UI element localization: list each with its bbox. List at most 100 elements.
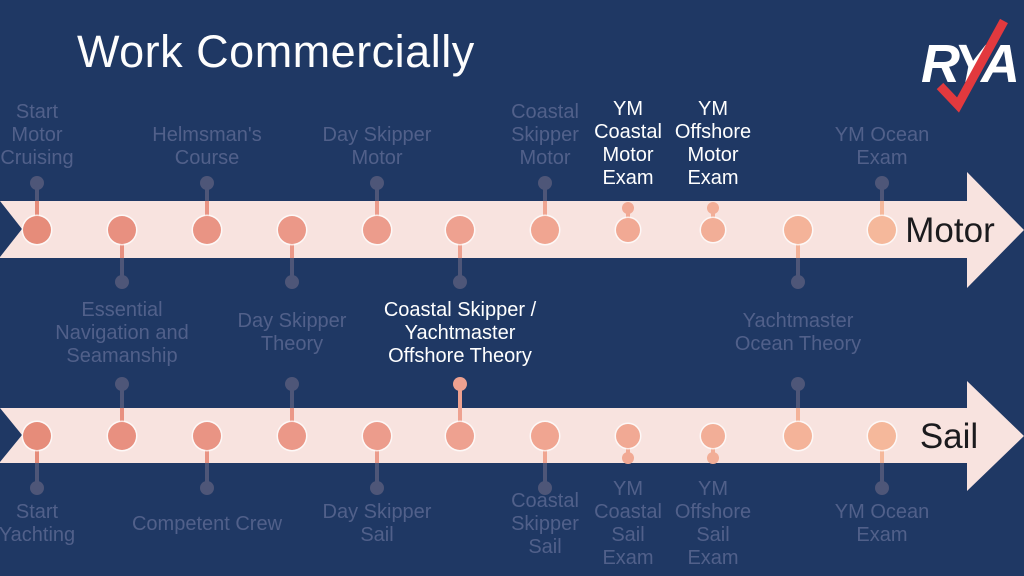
sail-arrowhead-icon	[967, 380, 1024, 491]
dot-motor-ym-coastal-motor-exam	[616, 217, 640, 242]
connector-endpoint-dot	[115, 275, 129, 289]
dot-motor-day-skipper-motor	[363, 215, 391, 244]
connector-endpoint-dot	[875, 176, 889, 190]
connector-stem	[35, 463, 39, 488]
dot-motor-coastal-skipper-yachtmaster-offshore-theory	[446, 215, 474, 244]
exam-marker-dot	[707, 452, 719, 464]
dot-motor-start-motor-cruising	[23, 215, 51, 244]
connector-endpoint-dot	[453, 275, 467, 289]
dot-motor-essential-navigation-and-seamanship	[108, 215, 136, 244]
dot-sail-day-skipper-theory	[278, 421, 306, 450]
connector-stem	[205, 201, 209, 230]
dot-sail-essential-navigation-and-seamanship	[108, 421, 136, 450]
exam-marker-dot	[707, 202, 719, 214]
dot-motor-ym-offshore-motor-exam	[701, 217, 725, 242]
connector-stem	[796, 384, 800, 408]
connector-stem	[796, 258, 800, 282]
dot-sail-start-yachting	[23, 421, 51, 450]
connector-stem	[543, 463, 547, 488]
exam-marker-dot	[622, 452, 634, 464]
sail-arrow-notch	[0, 408, 22, 462]
dot-sail-coastal-skipper-sail	[531, 421, 559, 450]
connector-endpoint-dot	[538, 176, 552, 190]
connector-endpoint-dot	[285, 377, 299, 391]
connector-stem	[458, 258, 462, 282]
milestone-label-competent-crew: Competent Crew	[131, 512, 283, 535]
motor-arrowhead-icon	[967, 171, 1024, 288]
connector-stem	[458, 384, 462, 408]
connector-stem	[796, 229, 800, 258]
rya-check-icon	[936, 18, 1008, 113]
dot-sail-competent-crew	[193, 421, 221, 450]
connector-stem	[375, 201, 379, 230]
dot-sail-ym-coastal-sail-exam	[616, 423, 640, 448]
connector-endpoint-dot	[791, 275, 805, 289]
motor-arrow-notch	[0, 201, 22, 257]
motor-band-label: Motor	[905, 210, 995, 250]
connector-endpoint-dot	[30, 176, 44, 190]
connector-stem	[120, 229, 124, 258]
connector-endpoint-dot	[285, 275, 299, 289]
connector-stem	[290, 229, 294, 258]
connector-endpoint-dot	[370, 481, 384, 495]
connector-stem	[35, 183, 39, 201]
connector-stem	[375, 183, 379, 201]
connector-stem	[880, 183, 884, 201]
dot-motor-yachtmaster-ocean-theory	[784, 215, 812, 244]
connector-endpoint-dot	[115, 377, 129, 391]
connector-stem	[290, 384, 294, 408]
connector-endpoint-dot	[200, 481, 214, 495]
connector-endpoint-dot	[791, 377, 805, 391]
connector-stem	[880, 201, 884, 230]
connector-stem	[290, 258, 294, 282]
connector-stem	[205, 183, 209, 201]
dot-sail-coastal-skipper-yachtmaster-offshore-theory	[446, 421, 474, 450]
sail-band-label: Sail	[919, 416, 979, 456]
connector-stem	[120, 258, 124, 282]
dot-sail-day-skipper-sail	[363, 421, 391, 450]
sail-pathway-arrow	[0, 408, 967, 463]
dot-sail-ym-offshore-sail-exam	[701, 423, 725, 448]
rya-logo: RYA	[915, 15, 1024, 120]
dot-motor-ym-ocean-exam	[868, 215, 896, 244]
motor-pathway-arrow	[0, 201, 967, 258]
connector-stem	[880, 463, 884, 488]
connector-stem	[205, 463, 209, 488]
dot-motor-coastal-skipper-motor	[531, 215, 559, 244]
dot-sail-ym-ocean-exam	[868, 421, 896, 450]
dot-motor-day-skipper-theory	[278, 215, 306, 244]
connector-endpoint-dot	[200, 176, 214, 190]
connector-stem	[458, 229, 462, 258]
connector-stem	[543, 183, 547, 201]
slide-title: Work Commercially	[77, 26, 475, 77]
dot-sail-yachtmaster-ocean-theory	[784, 421, 812, 450]
connector-stem	[375, 463, 379, 488]
connector-endpoint-dot	[538, 481, 552, 495]
dot-motor-helmsman-s-course	[193, 215, 221, 244]
connector-stem	[120, 384, 124, 408]
exam-marker-dot	[622, 202, 634, 214]
connector-endpoint-dot	[875, 481, 889, 495]
connector-endpoint-dot	[30, 481, 44, 495]
connector-endpoint-dot	[370, 176, 384, 190]
connector-stem	[543, 201, 547, 230]
connector-stem	[35, 201, 39, 230]
